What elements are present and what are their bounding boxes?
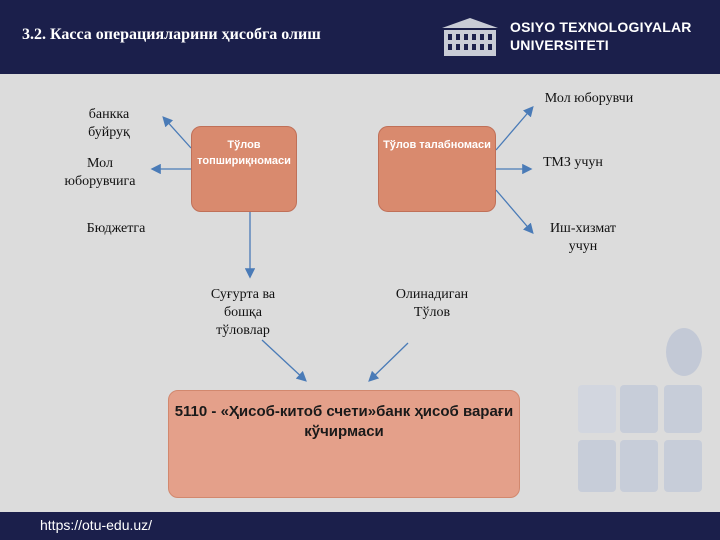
university-name: OSIYO TEXNOLOGIYALAR UNIVERSITETI [510, 18, 692, 54]
label-to-supplier: Мол юборувчига [64, 156, 136, 189]
header-bar: 3.2. Касса операцияларини ҳисобга олиш O… [0, 0, 720, 74]
label-insurance: Суғурта ва бошқа тўловлар [210, 287, 276, 338]
arrow-to-services [495, 189, 534, 234]
university-name-line-2: UNIVERSITETI [510, 37, 609, 53]
label-services: Иш-хизмат учун [549, 221, 617, 254]
university-name-line-1: OSIYO TEXNOLOGIYALAR [510, 19, 692, 35]
label-tmz: ТМЗ учун [543, 155, 603, 170]
slide-title: 3.2. Касса операцияларини ҳисобга олиш [22, 26, 321, 43]
payment-order-box: Тўлов топшириқномаси [191, 126, 297, 212]
payment-request-box: Тўлов талабномаси [378, 126, 496, 212]
label-bank-order: банкка буйруқ [88, 107, 130, 140]
arrow-from-supplier [495, 106, 534, 151]
arrow-insurance-to-statement [261, 339, 307, 382]
label-receivable: Олинадиган Тўлов [395, 287, 469, 320]
bank-statement-box: 5110 - «Ҳисоб-китоб счети»банк ҳисоб вар… [168, 390, 520, 498]
label-to-budget: Бюджетга [86, 221, 146, 236]
arrow-receivable-to-statement [368, 342, 409, 382]
arrow-to-bank-order [162, 116, 192, 149]
university-building-icon [442, 18, 498, 56]
label-supplier: Мол юборувчи [544, 91, 634, 106]
footer-url: https://otu-edu.uz/ [40, 517, 153, 533]
footer-bar: https://otu-edu.uz/ [0, 512, 720, 540]
